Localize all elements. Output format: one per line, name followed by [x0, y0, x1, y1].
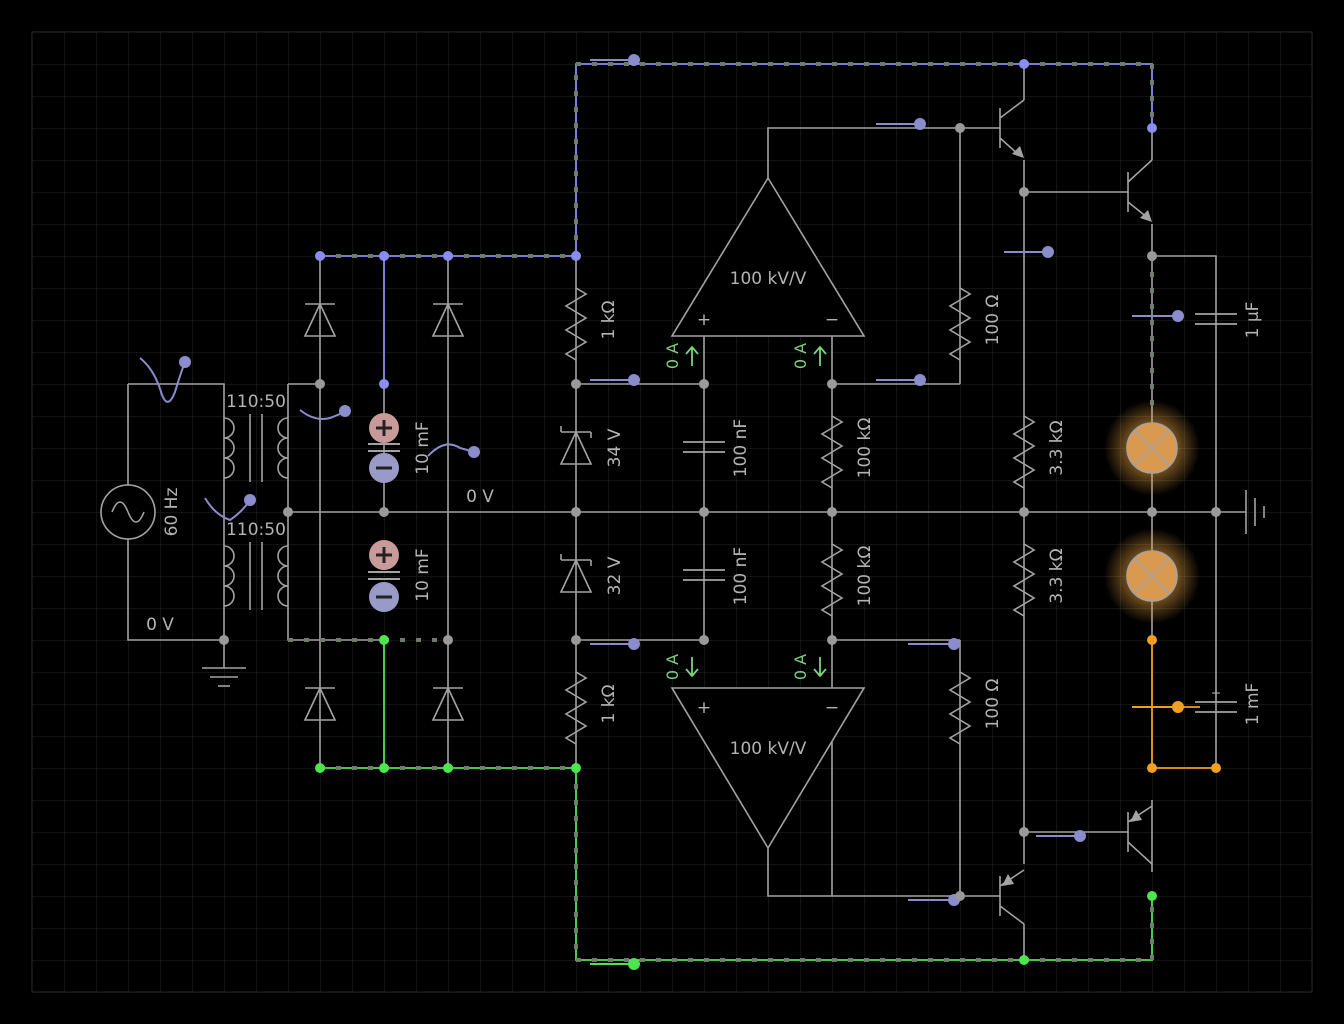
resistor-100k-top-value: 100 kΩ: [855, 418, 875, 479]
capacitor-100nf-bottom-value: 100 nF: [731, 547, 751, 605]
resistors-100k[interactable]: [820, 415, 844, 617]
capacitor-1mf-value: 1 mF: [1243, 683, 1263, 726]
transformer-top-ratio: 110:50: [226, 392, 286, 412]
capacitor-1mf[interactable]: [1195, 689, 1237, 713]
current-bottom-plus: 0 A: [663, 654, 682, 680]
transistor-arrows: [1002, 146, 1152, 886]
opamp-top-minus: −: [825, 310, 839, 330]
capacitor-1uf-value: 1 µF: [1243, 302, 1263, 339]
zener-bottom-value: 32 V: [605, 556, 625, 595]
ground-left: [202, 667, 246, 687]
resistor-100k-bottom-value: 100 kΩ: [855, 546, 875, 607]
opamp-bottom-minus: −: [825, 698, 839, 718]
lamp-top[interactable]: [1126, 422, 1178, 474]
capacitor-bottom-value: 10 mF: [413, 548, 433, 601]
opamp-top-gain: 100 kV/V: [730, 269, 807, 289]
ground-right: [1245, 490, 1265, 534]
zener-diodes[interactable]: [559, 426, 593, 593]
resistor-1k-top-value: 1 kΩ: [599, 300, 619, 339]
negative-rail-current: [288, 256, 1154, 962]
current-bottom-minus: 0 A: [791, 654, 810, 680]
lamp-bottom[interactable]: [1126, 550, 1178, 602]
nodes-positive: [315, 59, 1157, 389]
capacitor-10mf-bottom[interactable]: [368, 540, 400, 612]
current-top-plus: 0 A: [663, 343, 682, 369]
capacitors-100nf[interactable]: [683, 441, 725, 581]
nodes-negative: [315, 635, 1157, 965]
source-voltage-label: 0 V: [146, 615, 174, 635]
opamp-bottom-plus: +: [697, 698, 711, 718]
capacitor-1uf[interactable]: [1195, 313, 1237, 325]
opamp-bottom-gain: 100 kV/V: [730, 739, 807, 759]
transformer-bottom-ratio: 110:50: [226, 520, 286, 540]
probe-stub-dots: [628, 54, 1184, 970]
positive-rail-current: [320, 62, 1154, 258]
resistors-3k3[interactable]: [1012, 415, 1036, 617]
source-frequency-label: 60 Hz: [162, 488, 182, 537]
transformer-bottom[interactable]: [223, 542, 289, 610]
capacitor-100nf-top-value: 100 nF: [731, 419, 751, 477]
opamp-top-plus: +: [697, 310, 711, 330]
resistors-100-ohm[interactable]: [948, 287, 972, 745]
transformer-top[interactable]: [223, 414, 289, 482]
capacitor-10mf-top[interactable]: [368, 413, 400, 483]
center-voltage-label: 0 V: [466, 487, 494, 507]
opamp-top[interactable]: [670, 176, 866, 337]
current-top-minus: 0 A: [791, 343, 810, 369]
resistor-100-top-value: 100 Ω: [983, 295, 1003, 346]
ac-source[interactable]: [100, 484, 156, 540]
probe-stubs: [590, 59, 1178, 965]
scope-probes: [139, 357, 475, 522]
nodes-neutral: [219, 123, 1221, 901]
opamp-bottom[interactable]: [670, 687, 866, 850]
nodes-lamp: [1147, 635, 1221, 773]
resistors-1k[interactable]: [564, 287, 588, 745]
resistor-1k-bottom-value: 1 kΩ: [599, 684, 619, 723]
rectifier-diodes[interactable]: [303, 302, 465, 721]
resistor-100-bottom-value: 100 Ω: [983, 679, 1003, 730]
zener-top-value: 34 V: [605, 428, 625, 467]
resistor-3k3-top-value: 3.3 kΩ: [1047, 420, 1067, 475]
current-arrows: [685, 345, 827, 678]
probe-dots: [179, 356, 480, 506]
resistor-3k3-bottom-value: 3.3 kΩ: [1047, 548, 1067, 603]
capacitor-top-value: 10 mF: [413, 421, 433, 474]
